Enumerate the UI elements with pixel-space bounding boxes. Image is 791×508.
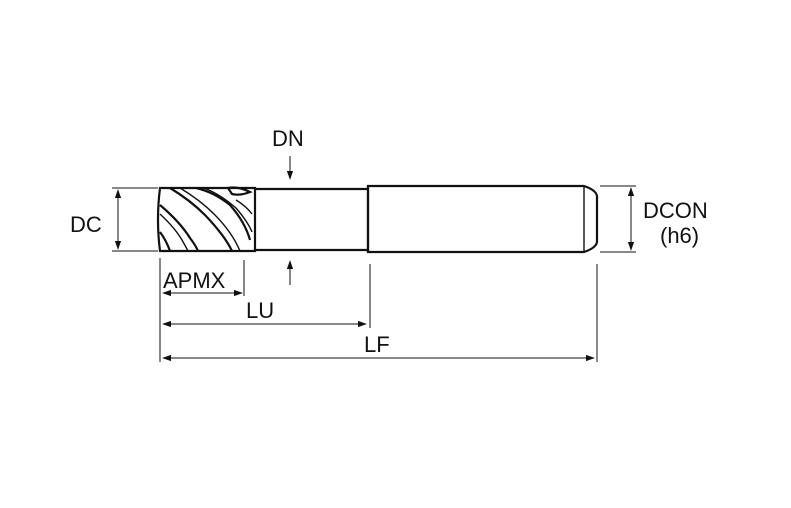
lu-dimension: LU (162, 298, 367, 328)
dcon-tolerance-label: (h6) (660, 223, 699, 248)
lf-dimension: LF (162, 332, 595, 362)
cutting-head (156, 186, 257, 253)
apmx-label: APMX (163, 268, 226, 293)
dc-label: DC (70, 212, 102, 237)
dcon-label: DCON (643, 198, 708, 223)
dn-dimension: DN (272, 126, 304, 285)
lu-label: LU (246, 298, 274, 323)
dc-dimension: DC (70, 189, 122, 250)
apmx-dimension: APMX (162, 268, 243, 297)
neck-outline (255, 187, 368, 252)
dn-label: DN (272, 126, 304, 151)
shank-outline (366, 184, 599, 254)
lf-label: LF (364, 332, 390, 357)
end-mill-tool (156, 184, 599, 254)
extension-lines (112, 185, 636, 362)
dcon-dimension: DCON (h6) (627, 187, 708, 251)
